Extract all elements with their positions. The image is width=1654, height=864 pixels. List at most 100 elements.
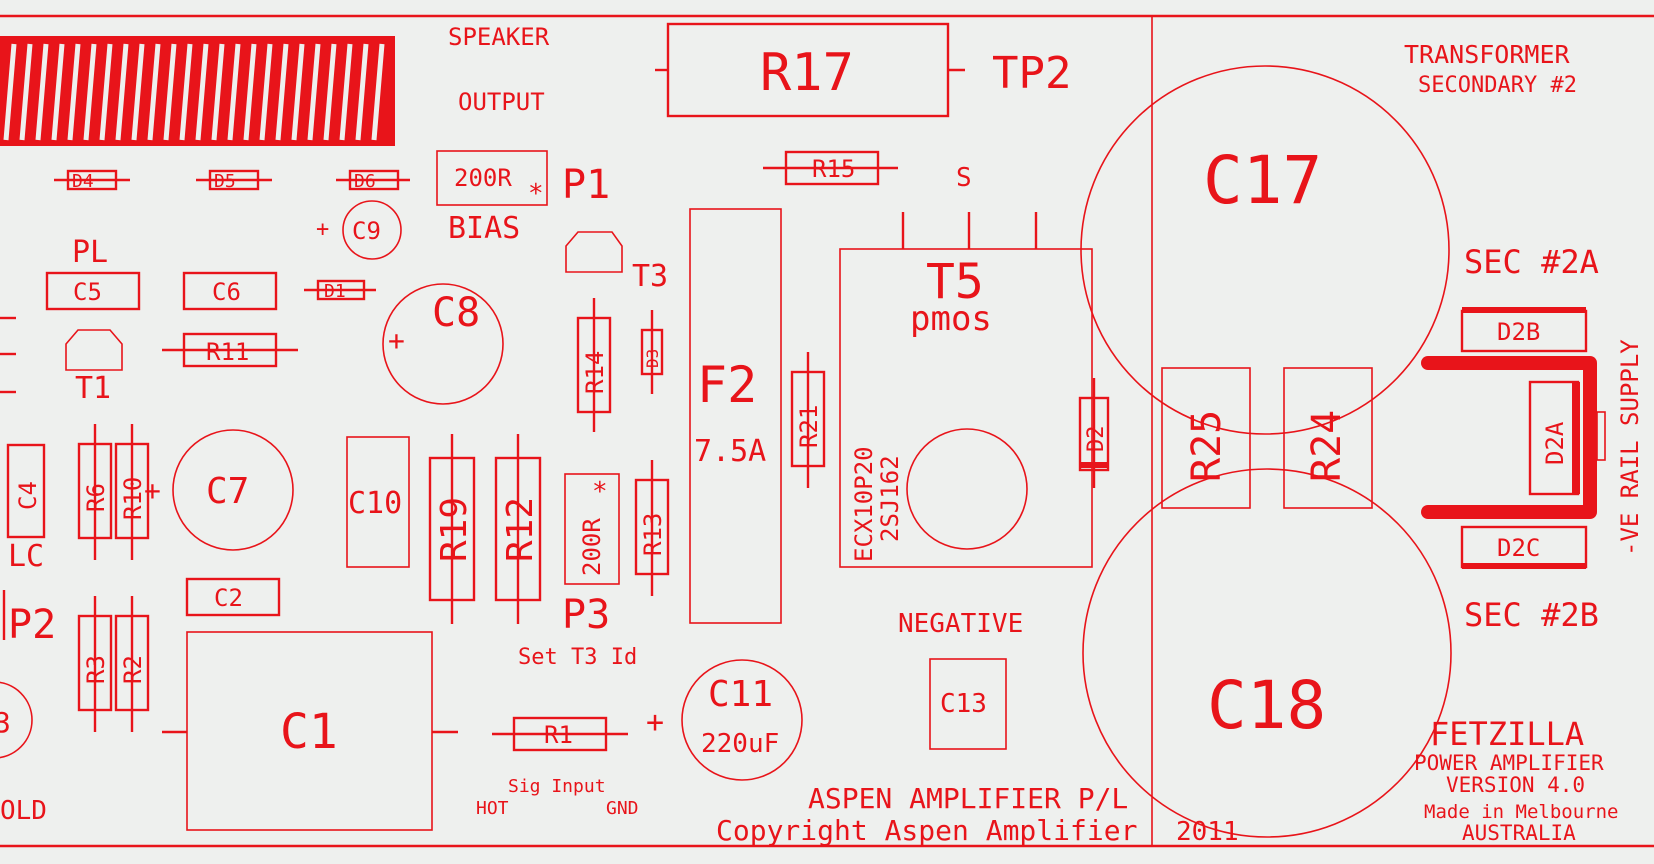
r12-label: R12 [500,497,541,562]
fuse-f2: F2 7.5A [689,208,782,624]
resistor-r21: R21 [790,352,826,488]
capacitor-c9: C9 + [316,200,402,260]
f2-rating: 7.5A [694,434,766,469]
c9-plus: + [316,217,329,242]
r11-label: R11 [206,338,249,366]
c11-label: C11 [708,674,773,715]
r24-label: R24 [1304,410,1350,482]
heatsink-stripe [99,43,113,141]
transistor-t3: T3 [565,231,668,294]
c11-value: 220uF [701,729,779,759]
c3-partial-label: 3 [0,706,11,739]
heatsink-stripe [355,43,369,141]
p1-star: * [528,179,544,209]
heatsink-stripe [323,43,337,141]
speaker-label: SPEAKER [448,23,550,51]
heatsink-stripe [243,43,257,141]
sig-input-label: Sig Input [508,776,606,797]
resistor-r2: R2 [114,596,150,732]
d2b-label: D2B [1497,318,1540,346]
pmos-label: pmos [910,299,992,339]
capacitor-c17: C17 [1080,65,1450,435]
capacitor-c11: C11 220uF + [646,659,803,781]
t5-label: T5 [926,254,984,310]
resistor-r24: R24 [1283,367,1373,509]
capacitor-c8: C8 + [382,283,504,405]
heatsink-stripe [67,43,81,141]
heatsink-stripe [35,43,49,141]
d4-label: D4 [72,171,94,192]
heatsink-stripe [3,43,17,141]
c5-label: C5 [73,278,102,306]
heatsink-stripe [51,43,65,141]
lc-label: LC [8,539,44,574]
r6-label: R6 [82,483,110,512]
heatsink-stripe [131,43,145,141]
fetzilla-label: FETZILLA [1430,715,1584,753]
capacitor-c18: C18 [1082,468,1452,838]
heatsink-stripe [307,43,321,141]
transistor-t5: T5 pmos ECX10P20 2SJ162 [839,212,1093,568]
transistor-t1: T1 [65,329,123,406]
resistor-r15: R15 [763,150,898,186]
power-amp-label: POWER AMPLIFIER [1414,751,1604,775]
resistor-r19: R19 [428,434,476,624]
r14-label: R14 [581,351,609,394]
heatsink-stripe [83,43,97,141]
p1-label: P1 [562,162,610,208]
heatsink-stripes [0,36,395,146]
d2c-label: D2C [1497,534,1540,562]
heatsink-stripe [227,43,241,141]
d6-label: D6 [354,171,376,192]
r2-label: R2 [119,655,147,684]
resistor-r12: R12 [494,434,542,624]
sec2a-label: SEC #2A [1464,243,1599,281]
output-label: OUTPUT [458,88,545,116]
c18-label: C18 [1207,667,1326,744]
heatsink-stripe [115,43,129,141]
tp2-label: TP2 [992,48,1071,99]
capacitor-c2: C2 [185,577,281,617]
diode-d1: D1 [304,279,376,302]
diode-d5: D5 [196,169,272,192]
heatsink-stripe [275,43,289,141]
p2-marker: P2 [2,590,56,648]
r13-label: R13 [639,513,667,556]
heatsink-stripe [371,43,385,141]
c9-label: C9 [352,217,381,245]
c8-label: C8 [432,290,480,336]
diode-d2c: D2C [1460,525,1588,569]
p2-label: P2 [8,602,56,648]
c2-label: C2 [214,584,243,612]
r1-label: R1 [544,721,573,749]
trimpot-p3: 200R * [564,473,620,585]
resistor-r17: R17 [655,22,965,118]
heatsink-stripe [179,43,193,141]
r3-label: R3 [82,655,110,684]
secondary-label: SECONDARY #2 [1418,73,1577,98]
diode-d2b: D2B [1460,307,1588,353]
r17-label: R17 [760,43,854,103]
diode-d4: D4 [54,169,130,192]
heatsink-stripe [163,43,177,141]
resistor-r10: R10 [114,424,150,560]
capacitor-c13: C13 [929,658,1007,750]
f2-label: F2 [697,356,757,414]
resistor-r1: R1 [492,716,628,752]
heatsink-stripe [211,43,225,141]
hot-label: HOT [476,798,509,819]
c17-label: C17 [1203,142,1322,219]
bias-label: BIAS [448,211,520,246]
aspen-label: ASPEN AMPLIFIER P/L [808,782,1128,815]
diode-d2a: D2A [1528,380,1580,496]
r25-label: R25 [1184,410,1230,482]
capacitor-c7: C7 + [144,429,294,551]
copyright-label: Copyright Aspen Amplifier [716,814,1137,847]
year-label: 2011 [1176,817,1239,847]
heatsink-stripe [195,43,209,141]
set-t3-label: Set T3 Id [518,645,637,670]
sec2b-label: SEC #2B [1464,596,1599,634]
r19-label: R19 [434,497,475,562]
gnd-label: GND [606,798,639,819]
